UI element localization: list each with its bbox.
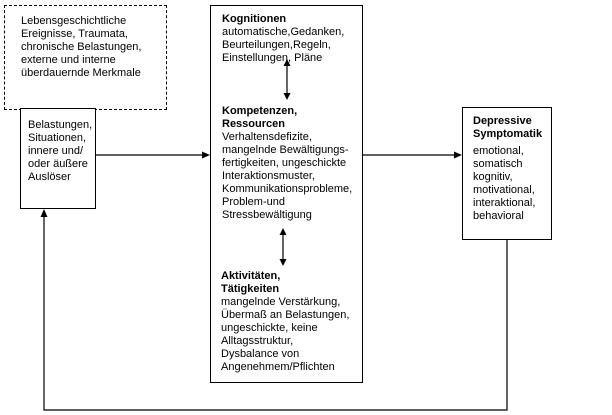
activities-title: Aktivitäten, Tätigkeiten: [221, 270, 281, 295]
cognitions-section: Kognitionen automatische,Gedanken, Beurt…: [222, 13, 362, 65]
arrowhead-depressive-in: [454, 151, 462, 159]
activities-body: mangelnde Verstärkung, Übermaß an Belast…: [221, 296, 350, 373]
arrowhead-central-in: [202, 151, 210, 159]
depressive-box: Depressive Symptomatik emotional, somati…: [462, 107, 552, 240]
competences-title: Kompetenzen, Ressourcen: [222, 105, 298, 130]
external-factors-text: Lebensgeschichtliche Ereignisse, Traumat…: [21, 15, 142, 79]
depressive-body: emotional, somatisch kognitiv, motivatio…: [473, 145, 536, 222]
cognitions-title: Kognitionen: [222, 13, 287, 25]
cognitions-body: automatische,Gedanken, Beurteilungen,Reg…: [222, 26, 345, 64]
arrowhead-competences-down: [283, 93, 291, 100]
competences-section: Kompetenzen, Ressourcen Verhaltensdefizi…: [222, 105, 362, 222]
central-box: Kognitionen automatische,Gedanken, Beurt…: [210, 5, 363, 383]
arrowhead-activities-down: [279, 259, 287, 266]
arrowhead-triggers-in: [40, 209, 48, 217]
external-factors-box: Lebensgeschichtliche Ereignisse, Traumat…: [4, 5, 167, 110]
triggers-text: Belastungen, Situationen, innere und/ od…: [28, 119, 93, 183]
feedback-loop-line: [43, 215, 508, 411]
arrowhead-competences-up: [279, 228, 287, 235]
competences-body: Verhaltensdefizite, mangelnde Bewältigun…: [222, 131, 353, 221]
depressive-title: Depressive Symptomatik: [473, 115, 543, 140]
arrowhead-cognitions-up: [283, 59, 291, 66]
triggers-box: Belastungen, Situationen, innere und/ od…: [20, 108, 96, 209]
activities-section: Aktivitäten, Tätigkeiten mangelnde Verst…: [221, 270, 363, 374]
